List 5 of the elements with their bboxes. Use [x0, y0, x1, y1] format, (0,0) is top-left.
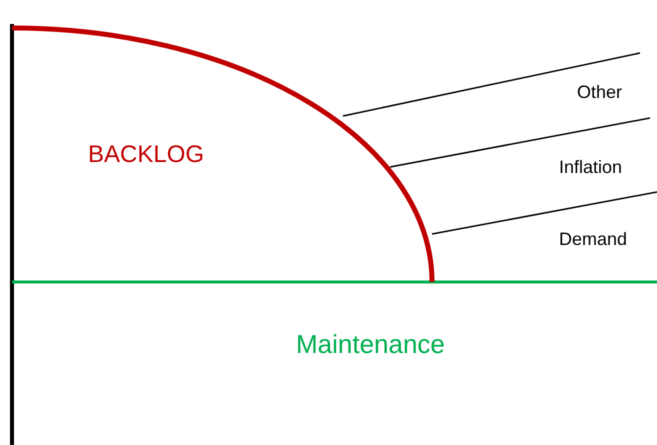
region-label: Maintenance [296, 330, 445, 359]
region-label: Demand [559, 230, 628, 250]
region-label: BACKLOG [88, 142, 204, 168]
region-label: Other [577, 83, 622, 103]
region-label: Inflation [559, 158, 622, 178]
